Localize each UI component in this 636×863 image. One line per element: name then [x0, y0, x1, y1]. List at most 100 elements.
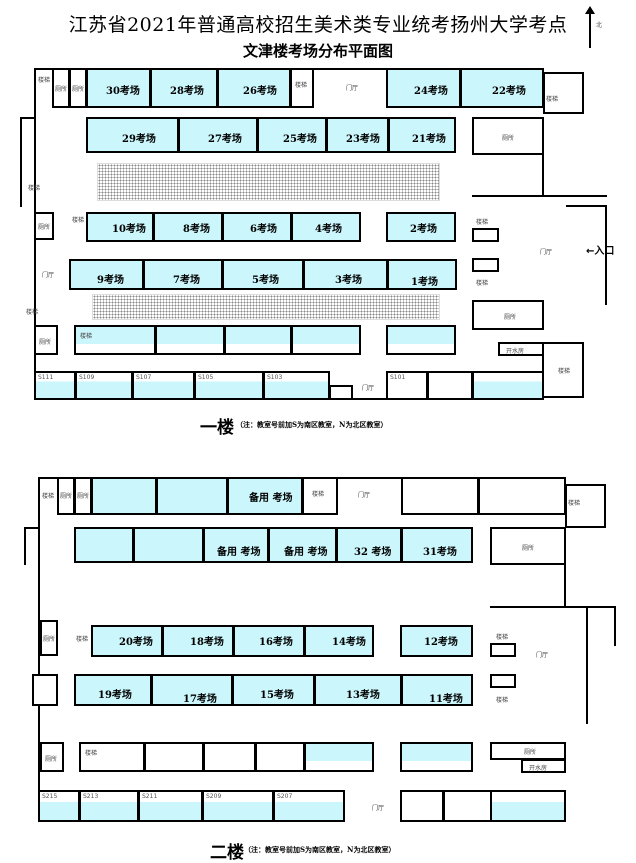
classroom	[144, 742, 204, 772]
exam-room-12: 12考场	[400, 625, 473, 657]
exam-room-5: 5考场	[222, 259, 304, 290]
classroom	[74, 527, 134, 563]
stairs-room: 楼梯	[290, 68, 314, 108]
stairs-box	[490, 643, 516, 657]
classroom	[133, 527, 204, 563]
classroom	[400, 742, 473, 772]
exam-room-14: 14考场	[304, 625, 374, 657]
exam-room-25: 25考场	[257, 117, 327, 153]
floor-2-label: 二楼	[210, 843, 244, 863]
toilet-room: 厕所	[40, 742, 64, 772]
water-room: 开水房	[498, 342, 544, 356]
exam-room-28: 28考场	[150, 68, 218, 108]
exam-room-31: 31考场	[401, 527, 473, 563]
stairs-room: 楼梯	[542, 342, 584, 398]
courtyard	[92, 294, 440, 320]
page-subtitle: 文津楼考场分布平面图	[242, 42, 393, 60]
classroom: S111	[34, 371, 76, 400]
toilet-room: 厕所	[74, 477, 92, 515]
classroom	[156, 477, 228, 515]
floor-1-label: 一楼	[200, 418, 234, 438]
exam-room-6: 6考场	[222, 212, 292, 242]
wall	[24, 527, 40, 529]
toilet-room: 厕所	[52, 68, 70, 108]
exam-room-30: 30考场	[86, 68, 151, 108]
exam-room-32: 32 考场	[336, 527, 402, 563]
stairs-room: 楼梯	[543, 72, 584, 114]
exam-room-20: 20考场	[91, 625, 163, 657]
classroom: S211	[138, 790, 203, 822]
classroom: S101	[386, 371, 428, 400]
hall-label: 门厅	[42, 272, 55, 279]
exam-room-29: 29考场	[86, 117, 179, 153]
exam-room-18: 18考场	[162, 625, 234, 657]
spare-exam-room: 备用 考场	[268, 527, 337, 563]
toilet-room: 厕所	[34, 212, 54, 240]
room	[329, 385, 353, 400]
classroom: S109	[75, 371, 133, 400]
spare-exam-room: 备用 考场	[227, 477, 303, 515]
wall	[614, 606, 616, 646]
toilet-room: 厕所	[472, 117, 544, 155]
exam-room-13: 13考场	[314, 674, 402, 706]
classroom	[478, 477, 566, 515]
wall	[564, 527, 566, 607]
stairs-label: 楼梯	[72, 217, 85, 224]
classroom	[472, 371, 544, 400]
toilet-room: 厕所	[34, 325, 58, 355]
classroom	[255, 742, 305, 772]
north-arrow-icon	[585, 6, 595, 48]
exam-room-16: 16考场	[233, 625, 305, 657]
classroom	[155, 325, 225, 355]
room	[32, 674, 58, 706]
exam-room-1: 1考场	[387, 259, 457, 290]
classroom: S207	[273, 790, 345, 822]
wall	[24, 527, 26, 565]
classroom: 楼梯	[79, 742, 145, 772]
exam-room-8: 8考场	[153, 212, 223, 242]
toilet-room: 厕所	[57, 477, 75, 515]
hall-label: 门厅	[346, 85, 359, 92]
exam-room-23: 23考场	[326, 117, 389, 153]
wall	[20, 117, 36, 119]
classroom	[427, 371, 473, 400]
exam-room-26: 26考场	[217, 68, 291, 108]
wall	[472, 195, 607, 197]
hall-label: 门厅	[358, 492, 371, 499]
exam-room-2: 2考场	[386, 212, 456, 242]
stairs-label: 楼梯	[76, 636, 89, 643]
exam-room-3: 3考场	[303, 259, 388, 290]
stairs-label: 楼梯	[38, 77, 51, 84]
spare-exam-room: 备用 考场	[203, 527, 269, 563]
courtyard	[97, 163, 440, 201]
wall	[490, 606, 616, 608]
exam-room-4: 4考场	[291, 212, 361, 242]
hall-label: 门厅	[540, 249, 553, 256]
classroom: 楼梯	[74, 325, 156, 355]
exam-room-11: 11考场	[401, 674, 473, 706]
classroom	[400, 790, 444, 822]
floor-2-note: （注：教室号前加S为南区教室，N为北区教室）	[244, 845, 396, 854]
stairs-label: 楼梯	[496, 697, 509, 704]
classroom: S215	[38, 790, 80, 822]
stairs-label: 楼梯	[496, 634, 509, 641]
toilet-room: 厕所	[472, 300, 544, 330]
floor-1-note: （注：教室号前加S为南区教室，N为北区教室）	[236, 420, 388, 429]
stairs-label: 楼梯	[42, 493, 55, 500]
stairs-label: 楼梯	[476, 280, 489, 287]
toilet-room: 厕所	[490, 742, 566, 760]
exam-room-17: 17考场	[151, 674, 233, 706]
stairs-box	[472, 228, 499, 242]
wall	[20, 117, 22, 207]
water-room: 开水房	[521, 759, 566, 773]
hall-label: 门厅	[372, 805, 385, 812]
stairs-label: 楼梯	[26, 309, 39, 316]
classroom	[490, 790, 566, 822]
stairs-label: 楼梯	[476, 219, 489, 226]
classroom	[401, 477, 479, 515]
entrance-label: ←入口	[586, 246, 615, 257]
exam-room-10: 10考场	[86, 212, 154, 242]
stairs-box	[490, 674, 516, 688]
classroom	[224, 325, 292, 355]
wall	[605, 205, 607, 305]
